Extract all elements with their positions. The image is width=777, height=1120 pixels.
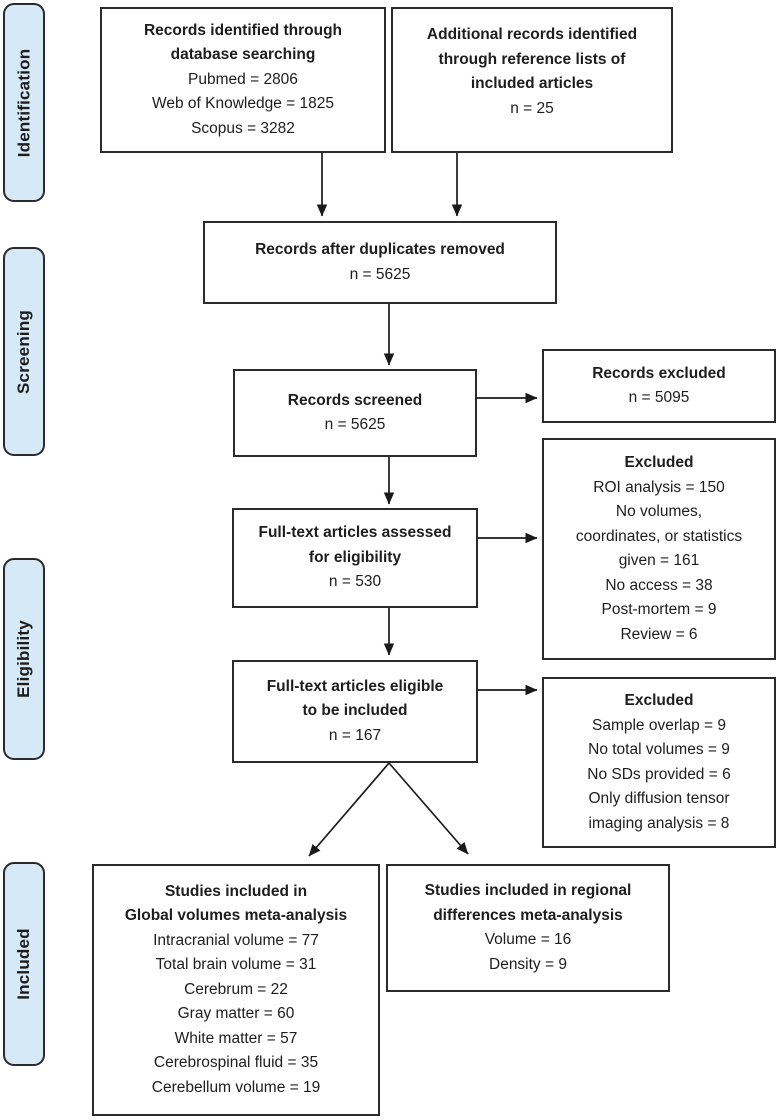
box-title: Studies included in regional differences… [424,882,632,924]
box-body: n = 5095 [628,389,690,406]
box-excluded-screening-reasons: Excluded ROI analysis = 150 No volumes, … [542,438,776,660]
stage-tab-label: Screening [14,309,33,394]
box-fulltext-eligible: Full-text articles eligible to be includ… [232,660,478,763]
arrow-eligible-to-regional [388,762,469,855]
box-body: n = 25 [510,99,554,117]
box-body: n = 167 [328,726,382,744]
box-title: Excluded [624,454,694,471]
box-title: Full-text articles assessed for eligibil… [258,524,452,566]
box-body: ROI analysis = 150 No volumes, coordinat… [575,478,743,643]
box-body: Pubmed = 2806 Web of Knowledge = 1825 Sc… [152,70,334,137]
box-body: n = 530 [328,573,382,591]
box-body: Sample overlap = 9 No total volumes = 9 … [587,716,731,832]
box-body: n = 5625 [349,265,411,283]
stage-tab-label: Included [14,928,33,1000]
box-title: Records identified through database sear… [143,21,343,64]
box-body: n = 5625 [324,416,386,433]
stage-tab-included: Included [3,862,45,1066]
stage-tab-screening: Screening [3,247,45,456]
box-excluded-eligibility-reasons: Excluded Sample overlap = 9 No total vol… [542,677,776,848]
box-global-volumes-included: Studies included in Global volumes meta-… [92,864,380,1116]
box-body: Intracranial volume = 77 Total brain vol… [151,931,321,1096]
box-fulltext-assessed: Full-text articles assessed for eligibil… [232,508,478,608]
box-title: Records screened [287,391,423,409]
box-records-identified-database: Records identified through database sear… [100,7,386,153]
box-title: Records after duplicates removed [255,241,505,258]
box-title: Full-text articles eligible to be includ… [266,677,444,720]
box-duplicates-removed: Records after duplicates removed n = 562… [203,221,557,304]
arrow-eligible-to-global [308,762,390,857]
box-title: Records excluded [592,364,726,382]
box-records-screened: Records screened n = 5625 [233,369,477,457]
box-title: Additional records identified through re… [426,26,638,92]
box-title: Studies included in Global volumes meta-… [124,882,348,925]
box-additional-records: Additional records identified through re… [391,7,673,153]
box-body: Volume = 16 Density = 9 [484,931,572,973]
stage-tab-eligibility: Eligibility [3,558,45,760]
stage-tab-identification: Identification [3,3,45,202]
stage-tab-label: Identification [14,48,34,157]
box-records-excluded: Records excluded n = 5095 [542,349,776,423]
stage-tab-label: Eligibility [14,620,34,698]
box-title: Excluded [624,692,694,709]
box-regional-differences-included: Studies included in regional differences… [386,864,670,992]
